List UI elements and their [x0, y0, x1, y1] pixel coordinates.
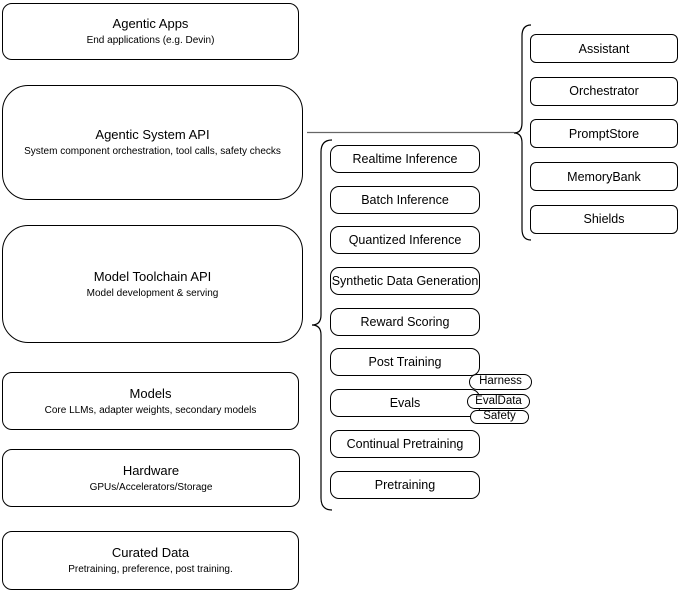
node-subtitle: Pretraining, preference, post training.: [68, 564, 233, 575]
node-hardware: Hardware GPUs/Accelerators/Storage: [2, 449, 300, 507]
system-component-item: Orchestrator: [530, 76, 678, 106]
system-component-item: MemoryBank: [530, 162, 678, 192]
node-subtitle: Model development & serving: [86, 287, 219, 299]
node-title: Agentic System API: [95, 127, 210, 142]
system-component-item: PromptStore: [530, 119, 678, 149]
toolchain-item: Reward Scoring: [330, 307, 480, 336]
system-components-brace: [513, 24, 532, 241]
toolchain-item: Pretraining: [330, 470, 480, 499]
node-agentic-apps: Agentic Apps End applications (e.g. Devi…: [2, 3, 299, 60]
toolchain-item: Realtime Inference: [330, 145, 480, 173]
node-agentic-system-api: Agentic System API System component orch…: [2, 85, 303, 200]
node-title: Curated Data: [111, 545, 190, 560]
node-model-toolchain-api: Model Toolchain API Model development & …: [2, 225, 303, 343]
node-title: Model Toolchain API: [93, 268, 212, 284]
system-component-item: Shields: [530, 204, 678, 234]
toolchain-brace: [311, 139, 333, 511]
toolchain-item: Synthetic Data Generation: [330, 267, 480, 296]
node-curated-data: Curated Data Pretraining, preference, po…: [2, 531, 299, 590]
node-subtitle: End applications (e.g. Devin): [86, 35, 215, 46]
toolchain-item: Continual Pretraining: [330, 429, 480, 458]
node-title: Agentic Apps: [112, 16, 189, 31]
node-subtitle: GPUs/Accelerators/Storage: [89, 481, 213, 493]
eval-tag-pill: Safety: [470, 410, 529, 424]
node-models: Models Core LLMs, adapter weights, secon…: [2, 372, 299, 430]
system-components-group: Assistant Orchestrator PromptStore Memor…: [530, 34, 678, 234]
node-subtitle: System component orchestration, tool cal…: [24, 146, 281, 157]
toolchain-group: Realtime Inference Batch Inference Quant…: [330, 145, 480, 499]
eval-tag-pill: EvalData: [467, 394, 530, 409]
toolchain-item: Evals: [330, 389, 480, 418]
toolchain-item: Post Training: [330, 348, 480, 377]
eval-tag-pill: Harness: [469, 374, 532, 390]
node-title: Hardware: [122, 462, 180, 478]
toolchain-item: Quantized Inference: [330, 226, 480, 255]
toolchain-item: Batch Inference: [330, 185, 480, 214]
node-subtitle: Core LLMs, adapter weights, secondary mo…: [44, 404, 257, 416]
node-title: Models: [129, 385, 172, 401]
system-component-item: Assistant: [530, 34, 678, 63]
